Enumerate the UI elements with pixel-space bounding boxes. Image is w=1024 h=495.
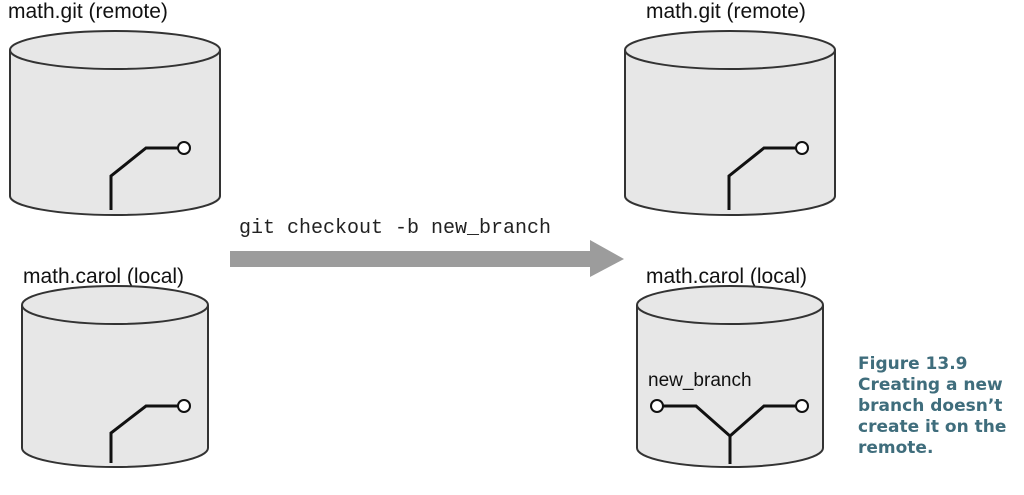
- before-local-commit-graph: [109, 399, 191, 463]
- caption-line-4: remote.: [858, 438, 934, 458]
- before-remote-repo: math.git (remote): [8, 0, 221, 216]
- after-remote-repo-label: math.git (remote): [646, 0, 806, 23]
- transition-arrow: [230, 240, 624, 277]
- new-branch-tip-node: [650, 399, 664, 413]
- before-local-branch-tip-node: [177, 399, 191, 413]
- after-remote-branch-tip-node: [795, 141, 809, 155]
- after-remote-repo-cylinder: [624, 30, 836, 216]
- after-remote-commit-graph: [727, 141, 809, 210]
- before-remote-repo-label: math.git (remote): [8, 0, 168, 23]
- after-remote-repo: math.git (remote): [624, 0, 836, 216]
- caption-line-1: Creating a new: [858, 375, 1003, 395]
- caption-line-3: create it on the: [858, 417, 1007, 437]
- existing-branch-tip-node: [795, 399, 809, 413]
- before-remote-commit-graph: [109, 141, 191, 210]
- new-branch-label: new_branch: [648, 370, 752, 391]
- after-local-repo-label: math.carol (local): [646, 265, 807, 288]
- before-local-repo-label: math.carol (local): [23, 265, 184, 288]
- before-local-repo: math.carol (local): [21, 265, 209, 468]
- before-local-repo-cylinder: [21, 285, 209, 468]
- figure-caption: Figure 13.9 Creating a new branch doesn’…: [858, 354, 1023, 459]
- after-local-repo-cylinder: [636, 285, 824, 468]
- before-remote-repo-cylinder: [9, 30, 221, 216]
- after-local-repo: math.carol (local) new_branch: [636, 265, 824, 468]
- git-command-label: git checkout -b new_branch: [239, 217, 551, 240]
- caption-line-2: branch doesn’t: [858, 396, 1003, 416]
- figure-number: Figure 13.9: [858, 354, 968, 374]
- before-remote-branch-tip-node: [177, 141, 191, 155]
- after-local-commit-graph: [650, 399, 809, 464]
